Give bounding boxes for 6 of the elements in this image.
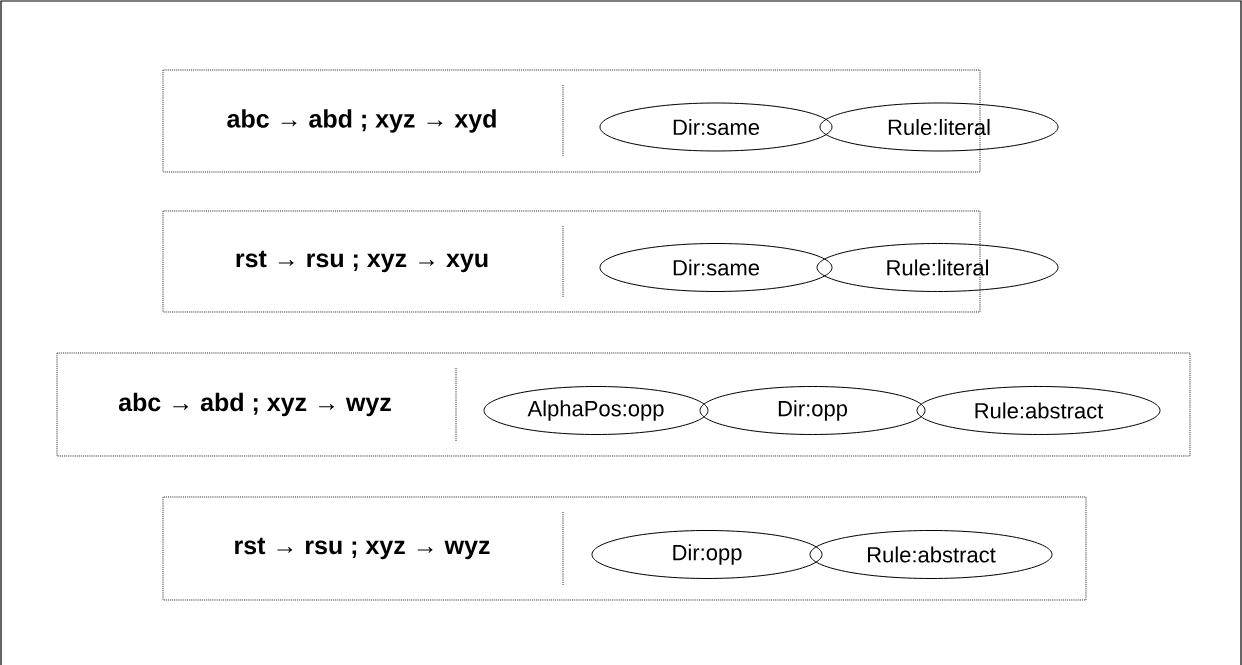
- analogy-text: abc → abd ; xyz → xyd: [227, 109, 496, 133]
- dotted-box: [162, 496, 1087, 601]
- analogy-text: rst → rsu ; xyz → xyu: [236, 250, 488, 273]
- analogy-text: rst → rsu ; xyz → wyz: [235, 537, 490, 560]
- dotted-box: [56, 352, 1191, 457]
- analogy-text: abc → abd ; xyz → wyz: [118, 392, 391, 417]
